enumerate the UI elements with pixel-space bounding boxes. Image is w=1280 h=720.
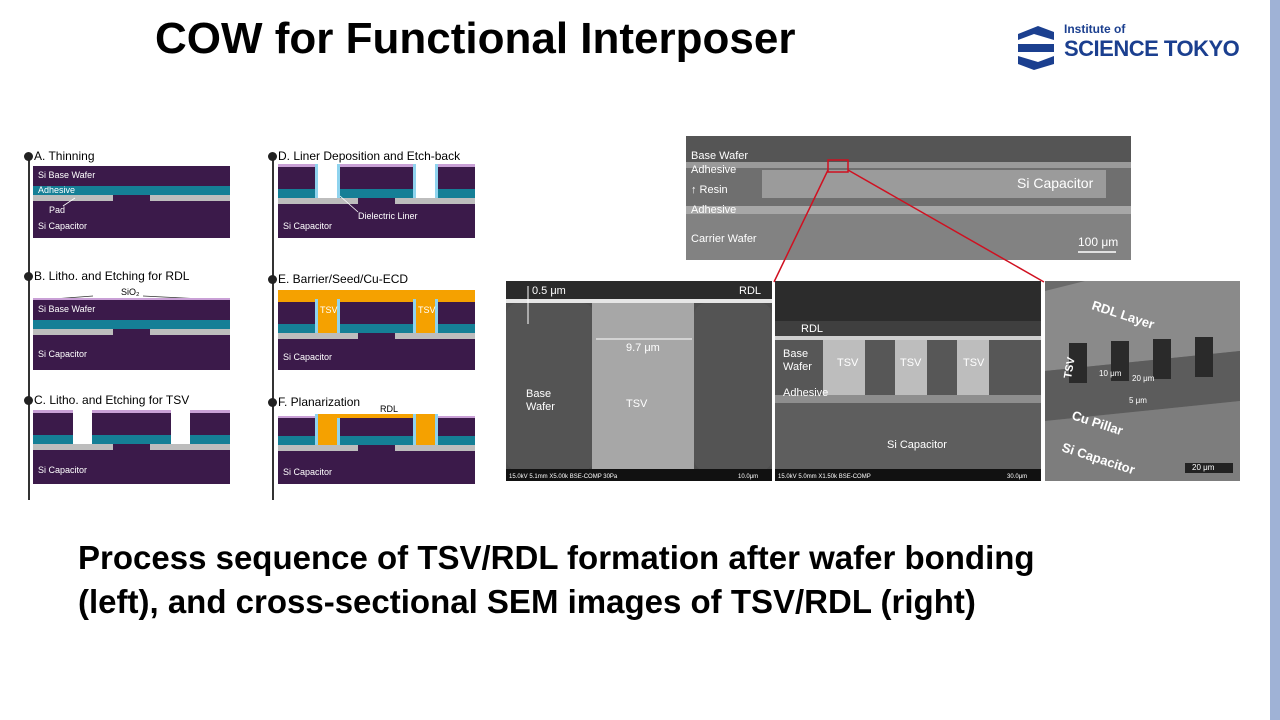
- timeline-dot: [24, 396, 33, 405]
- sem3-dim-5: 5 μm: [1129, 396, 1147, 405]
- sem2-tsv-label-3: TSV: [963, 357, 985, 369]
- overview-si-capacitor-label: Si Capacitor: [1017, 175, 1094, 191]
- overview-adhesive1-label: Adhesive: [691, 164, 736, 176]
- sem2-rdl-label: RDL: [801, 323, 823, 335]
- step-c-diagram: Si Capacitor: [33, 410, 230, 484]
- timeline-dot: [268, 275, 277, 284]
- step-a-diagram: Si Base Wafer Adhesive Pad Si Capacitor: [33, 166, 230, 238]
- step-b-base-label: Si Base Wafer: [38, 304, 95, 314]
- step-f-rdl-label: RDL: [380, 404, 398, 414]
- step-f-label: F. Planarization: [278, 395, 361, 409]
- step-a-adhesive-label: Adhesive: [38, 185, 75, 195]
- step-a-pad-label: Pad: [49, 205, 65, 215]
- sem2-tsv-label-2: TSV: [900, 357, 922, 369]
- sem2-footer-left: 15.0kV 5.0mm X1.50k BSE-COMP: [778, 474, 871, 480]
- sem2-footer-right: 30.0μm: [1007, 474, 1027, 480]
- step-d-diagram: Dielectric Liner Si Capacitor: [278, 164, 475, 238]
- timeline-dot: [268, 398, 277, 407]
- timeline-dot: [24, 272, 33, 281]
- timeline-right: [272, 155, 274, 500]
- institution-logo: Institute of SCIENCE TOKYO: [1016, 22, 1252, 72]
- sem2-base-label-2: Wafer: [783, 361, 812, 373]
- overview-base-wafer-label: Base Wafer: [691, 150, 748, 162]
- logo-line1: Institute of: [1064, 22, 1126, 36]
- sem-image-2: RDL Base Wafer TSV TSV TSV Adhesive Si C…: [775, 281, 1041, 481]
- step-e-diagram: TSV TSV Si Capacitor: [278, 290, 475, 370]
- sem1-footer-right: 10.0μm: [738, 474, 758, 480]
- step-d-liner-label: Dielectric Liner: [358, 211, 418, 221]
- step-e-cap-label: Si Capacitor: [283, 352, 332, 362]
- slide-edge-bar: [1270, 0, 1280, 720]
- step-a-base-label: Si Base Wafer: [38, 170, 95, 180]
- overview-scale-label: 100 μm: [1078, 235, 1118, 249]
- sem2-tsv-label-1: TSV: [837, 357, 859, 369]
- timeline-dot: [268, 152, 277, 161]
- sem-image-3: RDL Layer TSV 10 μm 20 μm 5 μm Cu Pillar…: [1045, 281, 1240, 481]
- sem2-si-capacitor-label: Si Capacitor: [887, 439, 947, 451]
- timeline-dot: [24, 152, 33, 161]
- sem1-width-label: 9.7 μm: [626, 342, 660, 354]
- overview-adhesive2-label: Adhesive: [691, 204, 736, 216]
- sem-overview-image: Base Wafer Adhesive ↑ Resin Adhesive Car…: [686, 136, 1131, 260]
- overview-resin-label: ↑ Resin: [691, 184, 728, 196]
- step-e-tsv-label-2: TSV: [418, 305, 436, 315]
- step-f-diagram: RDL Si Capacitor: [278, 404, 475, 484]
- step-a-label: A. Thinning: [34, 149, 95, 163]
- step-b-cap-label: Si Capacitor: [38, 349, 87, 359]
- logo-line2: SCIENCE TOKYO: [1064, 36, 1240, 61]
- step-b-diagram: SiO₂ Si Base Wafer Si Capacitor: [33, 287, 230, 370]
- step-f-cap-label: Si Capacitor: [283, 467, 332, 477]
- sem3-dim-10: 10 μm: [1099, 369, 1122, 378]
- step-b-sio2-label: SiO₂: [121, 287, 140, 297]
- sem2-adhesive-label: Adhesive: [783, 387, 828, 399]
- zoom-lines: [773, 169, 1045, 283]
- step-d-cap-label: Si Capacitor: [283, 221, 332, 231]
- step-d-label: D. Liner Deposition and Etch-back: [278, 149, 461, 163]
- sem1-footer-left: 15.0kV 5.1mm X5.00k BSE-COMP 30Pa: [509, 474, 618, 480]
- caption-line2: (left), and cross-sectional SEM images o…: [78, 583, 976, 620]
- sem1-tsv-label: TSV: [626, 398, 648, 410]
- overview-carrier-label: Carrier Wafer: [691, 233, 757, 245]
- step-e-tsv-label-1: TSV: [320, 305, 338, 315]
- figure-caption: Process sequence of TSV/RDL formation af…: [78, 536, 1035, 624]
- sem3-tsv-label: TSV: [1062, 356, 1078, 380]
- step-c-label: C. Litho. and Etching for TSV: [34, 393, 190, 407]
- logo-s-mark-icon: [1018, 26, 1054, 70]
- timeline-left: [28, 155, 30, 500]
- sem1-rdl-label: RDL: [739, 285, 761, 297]
- slide-title: COW for Functional Interposer: [155, 14, 796, 63]
- caption-line1: Process sequence of TSV/RDL formation af…: [78, 539, 1035, 576]
- sem2-base-label-1: Base: [783, 348, 808, 360]
- step-e-label: E. Barrier/Seed/Cu-ECD: [278, 272, 409, 286]
- step-a-cap-label: Si Capacitor: [38, 221, 87, 231]
- sem1-base-label-1: Base: [526, 388, 551, 400]
- sem3-scale-label: 20 μm: [1192, 463, 1215, 472]
- sem1-base-label-2: Wafer: [526, 401, 555, 413]
- sem1-thickness-label: 0.5 μm: [532, 285, 566, 297]
- step-c-cap-label: Si Capacitor: [38, 465, 87, 475]
- step-b-label: B. Litho. and Etching for RDL: [34, 269, 190, 283]
- sem3-dim-20: 20 μm: [1132, 374, 1155, 383]
- sem-image-1: 0.5 μm RDL 9.7 μm Base Wafer TSV 15.0kV …: [506, 281, 772, 481]
